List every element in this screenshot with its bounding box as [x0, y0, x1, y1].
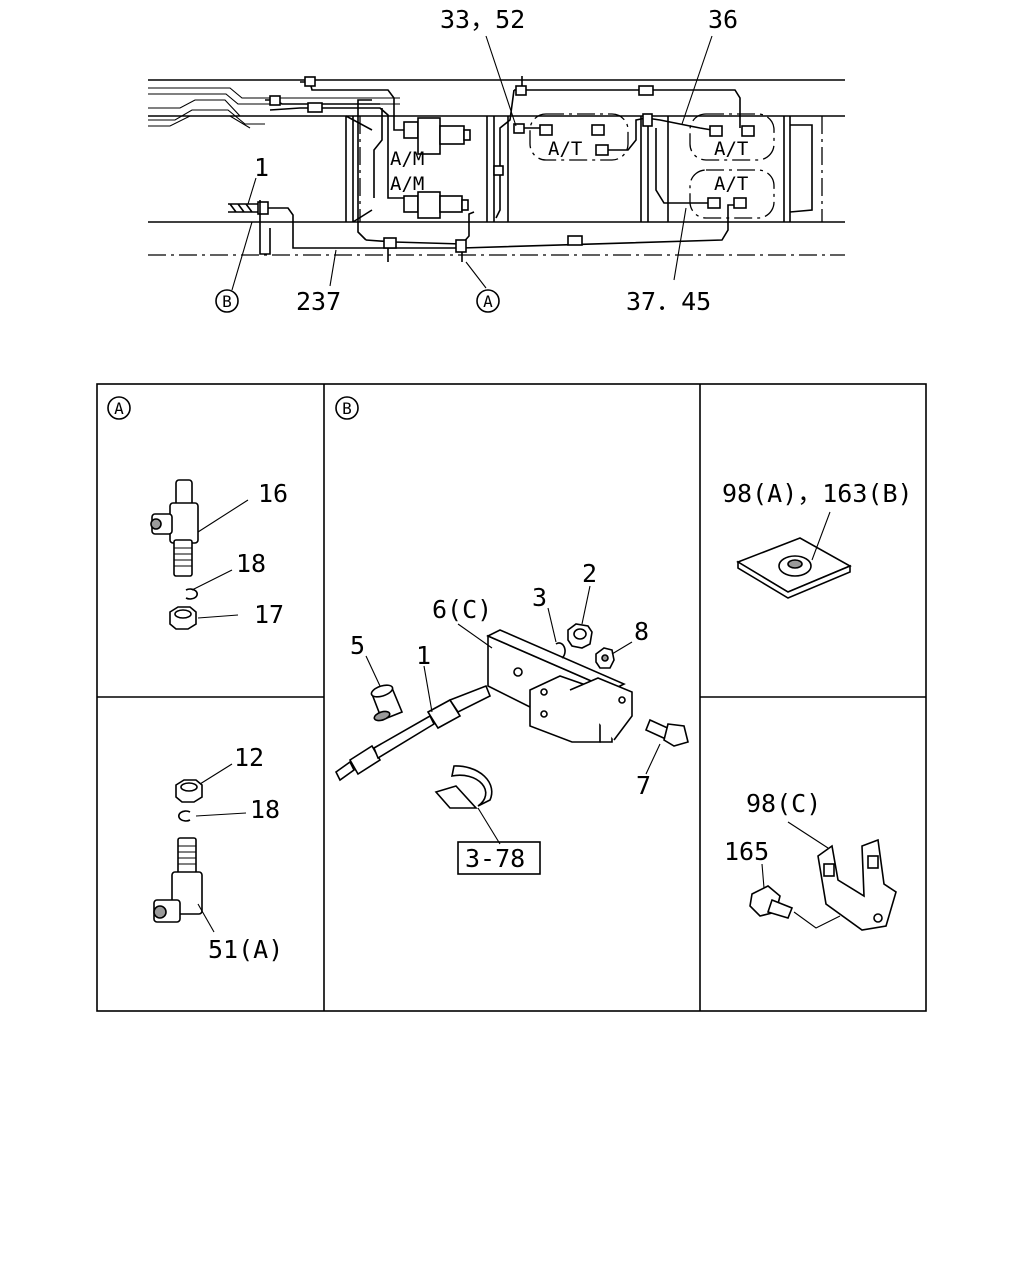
label-part-37-45: 37．45	[626, 287, 711, 316]
label-165: 165	[724, 837, 769, 866]
leader-1-detail	[423, 665, 433, 713]
label-12: 12	[234, 743, 264, 772]
label-part-237: 237	[296, 287, 341, 316]
label-2: 2	[582, 559, 597, 588]
label-98c: 98(C)	[746, 789, 821, 818]
am-valve-lower-label: A/M	[390, 173, 424, 195]
label-3-78: 3-78	[465, 844, 525, 873]
leader-12	[199, 763, 233, 785]
at-valve-right-upper-label: A/T	[714, 138, 748, 160]
at-valve-center	[529, 113, 629, 161]
at-valve-right-lower	[689, 169, 775, 219]
detail-b-ref-circle: B	[335, 396, 359, 420]
detail-a-ref-circle: A	[107, 396, 131, 420]
leader-16	[197, 499, 249, 533]
connector-icon	[257, 76, 654, 253]
label-16: 16	[258, 479, 288, 508]
leader-17	[197, 614, 239, 619]
nut-icon	[175, 779, 203, 803]
clamp-icon	[434, 765, 493, 809]
leader-7	[645, 743, 661, 775]
cross-members	[345, 115, 823, 223]
leader-18-lower	[195, 812, 247, 817]
label-98a-163b: 98(A)，163(B)	[722, 479, 913, 508]
leader-98a-163b	[811, 511, 831, 561]
leader-6c	[457, 623, 493, 649]
detail-b: B 6(C) 3 2 8	[334, 396, 689, 875]
detail-b-ref-text: B	[342, 399, 352, 418]
am-valve-upper	[403, 117, 471, 155]
ref-circle-b-text: B	[222, 292, 232, 311]
detail-grid	[96, 383, 927, 1012]
label-part-36: 36	[708, 5, 738, 34]
leader-5	[365, 655, 381, 687]
snap-ring-icon	[185, 588, 198, 600]
label-7: 7	[636, 771, 651, 800]
bolt-icon	[749, 885, 794, 919]
ref-circle-b: B	[215, 289, 239, 313]
label-part-1: 1	[254, 153, 269, 182]
label-8: 8	[634, 617, 649, 646]
detail-a-lower: 12 18 51(A)	[153, 743, 283, 964]
ref-circle-a-text: A	[483, 292, 493, 311]
bracket-icon	[486, 629, 633, 743]
detail-right-upper: 98(A)，163(B)	[722, 479, 913, 599]
spacer-icon	[370, 684, 404, 722]
snap-ring-icon	[555, 642, 566, 659]
label-51a: 51(A)	[208, 935, 283, 964]
leader-2	[581, 585, 591, 625]
nut-icon	[595, 647, 615, 669]
at-valve-right-upper	[689, 113, 775, 161]
label-18-upper: 18	[236, 549, 266, 578]
label-3: 3	[532, 583, 547, 612]
leader-3-78	[477, 807, 501, 845]
ref-circle-a: A	[476, 289, 500, 313]
am-valve-upper-label: A/M	[390, 148, 424, 170]
label-17: 17	[254, 600, 284, 629]
label-5: 5	[350, 631, 365, 660]
detail-right-lower: 98(C) 165	[724, 789, 897, 931]
leader-165-bracket	[793, 911, 841, 929]
bulkhead-union-icon	[334, 684, 492, 782]
label-1-detail: 1	[416, 641, 431, 670]
bolt-icon	[644, 718, 689, 747]
leader-165	[761, 863, 765, 889]
plate-nut-icon	[736, 537, 852, 599]
overview-leaders	[231, 35, 713, 291]
leader-3	[547, 607, 557, 643]
at-valve-right-lower-label: A/T	[714, 173, 748, 195]
label-18-lower: 18	[250, 795, 280, 824]
ref-box-3-78	[457, 841, 541, 875]
nut-icon	[169, 606, 197, 630]
nut-icon	[567, 623, 593, 649]
detail-a-upper: A 16 18 17	[107, 396, 288, 630]
snap-ring-icon	[178, 810, 191, 822]
leader-51a	[197, 903, 215, 933]
t-fitting-icon	[150, 479, 199, 577]
leader-18-upper	[191, 569, 233, 591]
t-fitting-icon	[153, 837, 203, 923]
at-valve-center-label: A/T	[548, 138, 582, 160]
label-6c: 6(C)	[432, 595, 492, 624]
detail-a-ref-text: A	[114, 399, 124, 418]
leader-8	[611, 641, 633, 655]
bracket-icon	[817, 838, 897, 931]
overview-diagram: A/M A/M A/T A/T A/T	[148, 5, 845, 316]
label-part-33-52: 33，52	[440, 5, 525, 34]
leader-98c	[787, 821, 829, 849]
am-valve-lower	[403, 191, 469, 219]
bulkhead-union-icon	[228, 200, 271, 255]
